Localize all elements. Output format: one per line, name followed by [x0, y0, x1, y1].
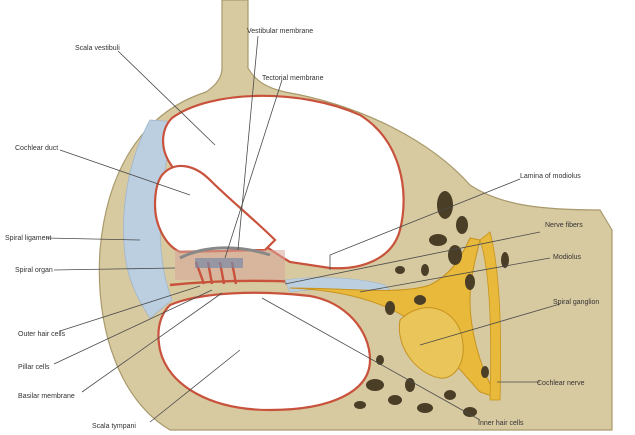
label-spiral-organ: Spiral organ: [15, 267, 53, 274]
label-modiolus: Modiolus: [553, 254, 582, 261]
label-vestibular-membrane: Vestibular membrane: [247, 28, 313, 35]
label-scala-vestibuli: Scala vestibuli: [75, 45, 120, 52]
label-spiral-ligament: Spiral ligament: [5, 235, 51, 242]
label-spiral-ganglion: Spiral ganglion: [553, 299, 599, 306]
label-cochlear-duct: Cochlear duct: [15, 145, 58, 152]
label-pillar-cells: Pillar cells: [18, 364, 50, 371]
label-nerve-fibers: Nerve fibers: [545, 222, 583, 229]
label-lamina-of-modiolus: Lamina of modiolus: [520, 173, 581, 180]
label-inner-hair-cells: Inner hair cells: [478, 420, 524, 427]
label-cochlear-nerve: Cochlear nerve: [537, 380, 585, 387]
label-tectorial-membrane: Tectorial membrane: [262, 75, 324, 82]
label-basilar-membrane: Basilar membrane: [18, 393, 75, 400]
label-outer-hair-cells: Outer hair cells: [18, 331, 66, 338]
spiral-organ-structure: [175, 248, 285, 284]
label-scala-tympani: Scala tympani: [92, 423, 136, 430]
